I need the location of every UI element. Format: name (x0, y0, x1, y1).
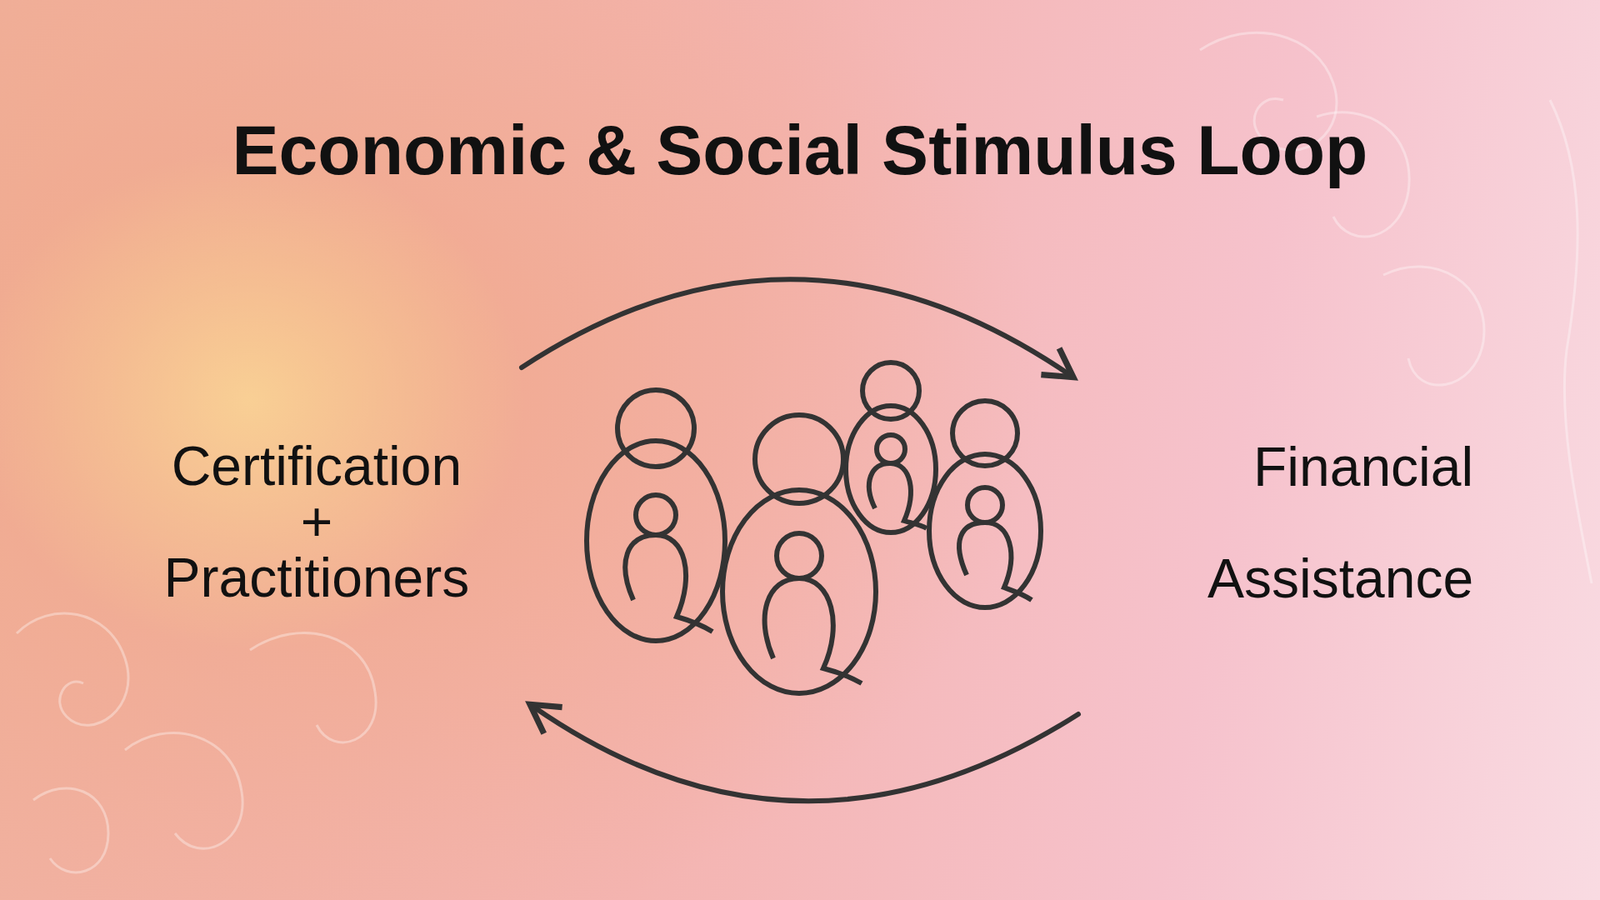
loop-label: Certification + Practitioners (164, 438, 470, 606)
loop-arrows (521, 279, 1079, 801)
diagram-title: Economic & Social Stimulus Loop (0, 108, 1600, 192)
loop-arrow (521, 279, 1070, 375)
loop-label: Financial Assistance (1207, 410, 1474, 635)
loop-arrow (533, 706, 1079, 801)
mothers-and-babies-icon (586, 362, 1041, 694)
